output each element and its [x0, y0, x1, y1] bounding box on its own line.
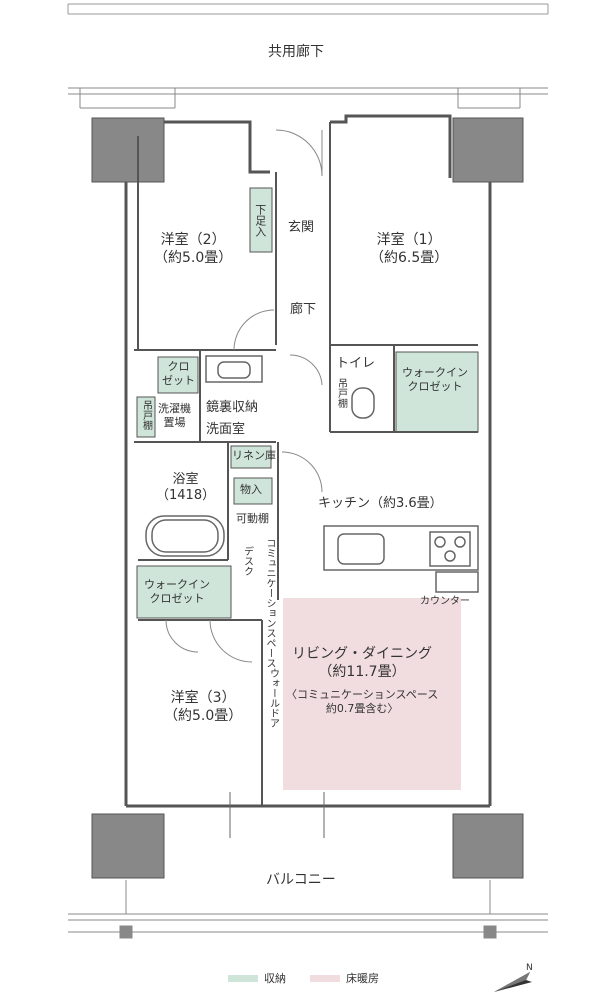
room1-label: 洋室（1） （約6.5畳）	[370, 232, 448, 267]
walkin1-label: ウォークイン クロゼット	[402, 366, 468, 394]
shoe-storage-label: 下足入	[253, 204, 267, 237]
living-label: リビング・ダイニング （約11.7畳）	[292, 646, 432, 681]
washer-line2: 置場	[163, 415, 186, 429]
north-arrow-icon: N	[494, 963, 533, 992]
legend-heating-label: 床暖房	[346, 972, 379, 985]
walkin1-line2: クロゼット	[407, 379, 463, 393]
walkin1-line1: ウォークイン	[402, 366, 468, 379]
closet-small-line1: クロ	[167, 360, 190, 373]
room1-size: （約6.5畳）	[370, 249, 449, 266]
adjustable-shelf-label: 可動棚	[236, 512, 269, 525]
washroom-label: 洗面室	[206, 422, 246, 437]
toilet-bowl	[351, 387, 375, 419]
storage-fills	[136, 187, 479, 619]
compass-letter: N	[526, 963, 533, 973]
door-swings	[165, 129, 323, 663]
hallway-label: 廊下	[290, 302, 317, 317]
washer-line1: 洗濯機	[158, 402, 191, 415]
living-name: リビング・ダイニング	[292, 646, 432, 662]
top-border	[67, 3, 549, 15]
kitchen-counter	[323, 525, 479, 593]
desk-label: デスク	[241, 546, 253, 576]
room2-size: （約5.0畳）	[154, 249, 233, 266]
closet-small-label: クロ ゼット	[162, 360, 195, 388]
living-note2: 約0.7畳含む〉	[325, 701, 399, 715]
bath-size: （1418）	[156, 488, 216, 504]
room3-label: 洋室（3） （約5.0畳）	[164, 690, 242, 725]
hanging-shelf-toilet-label: 吊戸棚	[335, 378, 347, 408]
linen-label: リネン庫	[232, 449, 276, 462]
legend-heating: 床暖房	[310, 970, 379, 986]
entrance-label: 玄関	[288, 220, 315, 235]
bath-name: 浴室	[172, 472, 199, 487]
kitchen-label: キッチン（約3.6畳）	[318, 496, 443, 511]
wall-door-label: ウォールドア	[267, 668, 279, 728]
living-note: 〈コミュニケーションスペース 約0.7畳含む〉	[286, 688, 438, 716]
room3-size: （約5.0畳）	[164, 707, 243, 724]
walkin3-line1: ウォークイン	[144, 578, 210, 591]
sliding-doors	[229, 792, 325, 838]
interior-walls	[134, 122, 478, 806]
living-note1: 〈コミュニケーションスペース	[286, 688, 439, 701]
legend-heating-swatch	[310, 974, 340, 982]
bathtub	[145, 515, 225, 557]
washbasin	[205, 355, 263, 383]
closet-small-line2: ゼット	[162, 373, 195, 387]
balcony-label: バルコニー	[266, 872, 336, 888]
balcony-rail	[68, 880, 548, 939]
hanging-shelf-wash-label: 吊戸棚	[140, 400, 152, 430]
bath-label: 浴室 （1418）	[156, 472, 215, 505]
toilet-label: トイレ	[336, 356, 376, 371]
columns	[91, 117, 524, 879]
outer-walls	[124, 114, 492, 808]
storage-label: 物入	[240, 483, 262, 496]
washer-label: 洗濯機 置場	[158, 402, 191, 430]
living-size: （約11.7畳）	[318, 663, 406, 680]
room1-name: 洋室（1）	[376, 232, 442, 248]
counter-label: カウンター	[420, 596, 470, 607]
room2-label: 洋室（2） （約5.0畳）	[154, 232, 232, 267]
floor-heating-area	[283, 598, 461, 790]
mirror-storage-label: 鏡裏収納	[206, 400, 259, 415]
walkin3-line2: クロゼット	[149, 591, 205, 605]
room2-name: 洋室（2）	[160, 232, 226, 248]
walkin3-label: ウォークイン クロゼット	[144, 578, 210, 606]
legend-storage: 収納	[228, 970, 286, 986]
legend-storage-label: 収納	[264, 972, 286, 985]
legend-storage-swatch	[228, 974, 258, 982]
room3-name: 洋室（3）	[170, 690, 236, 706]
corridor-edge	[68, 87, 548, 109]
corridor-label: 共用廊下	[268, 44, 324, 60]
comm-space-label: コミュニケーションスペース	[264, 538, 275, 668]
